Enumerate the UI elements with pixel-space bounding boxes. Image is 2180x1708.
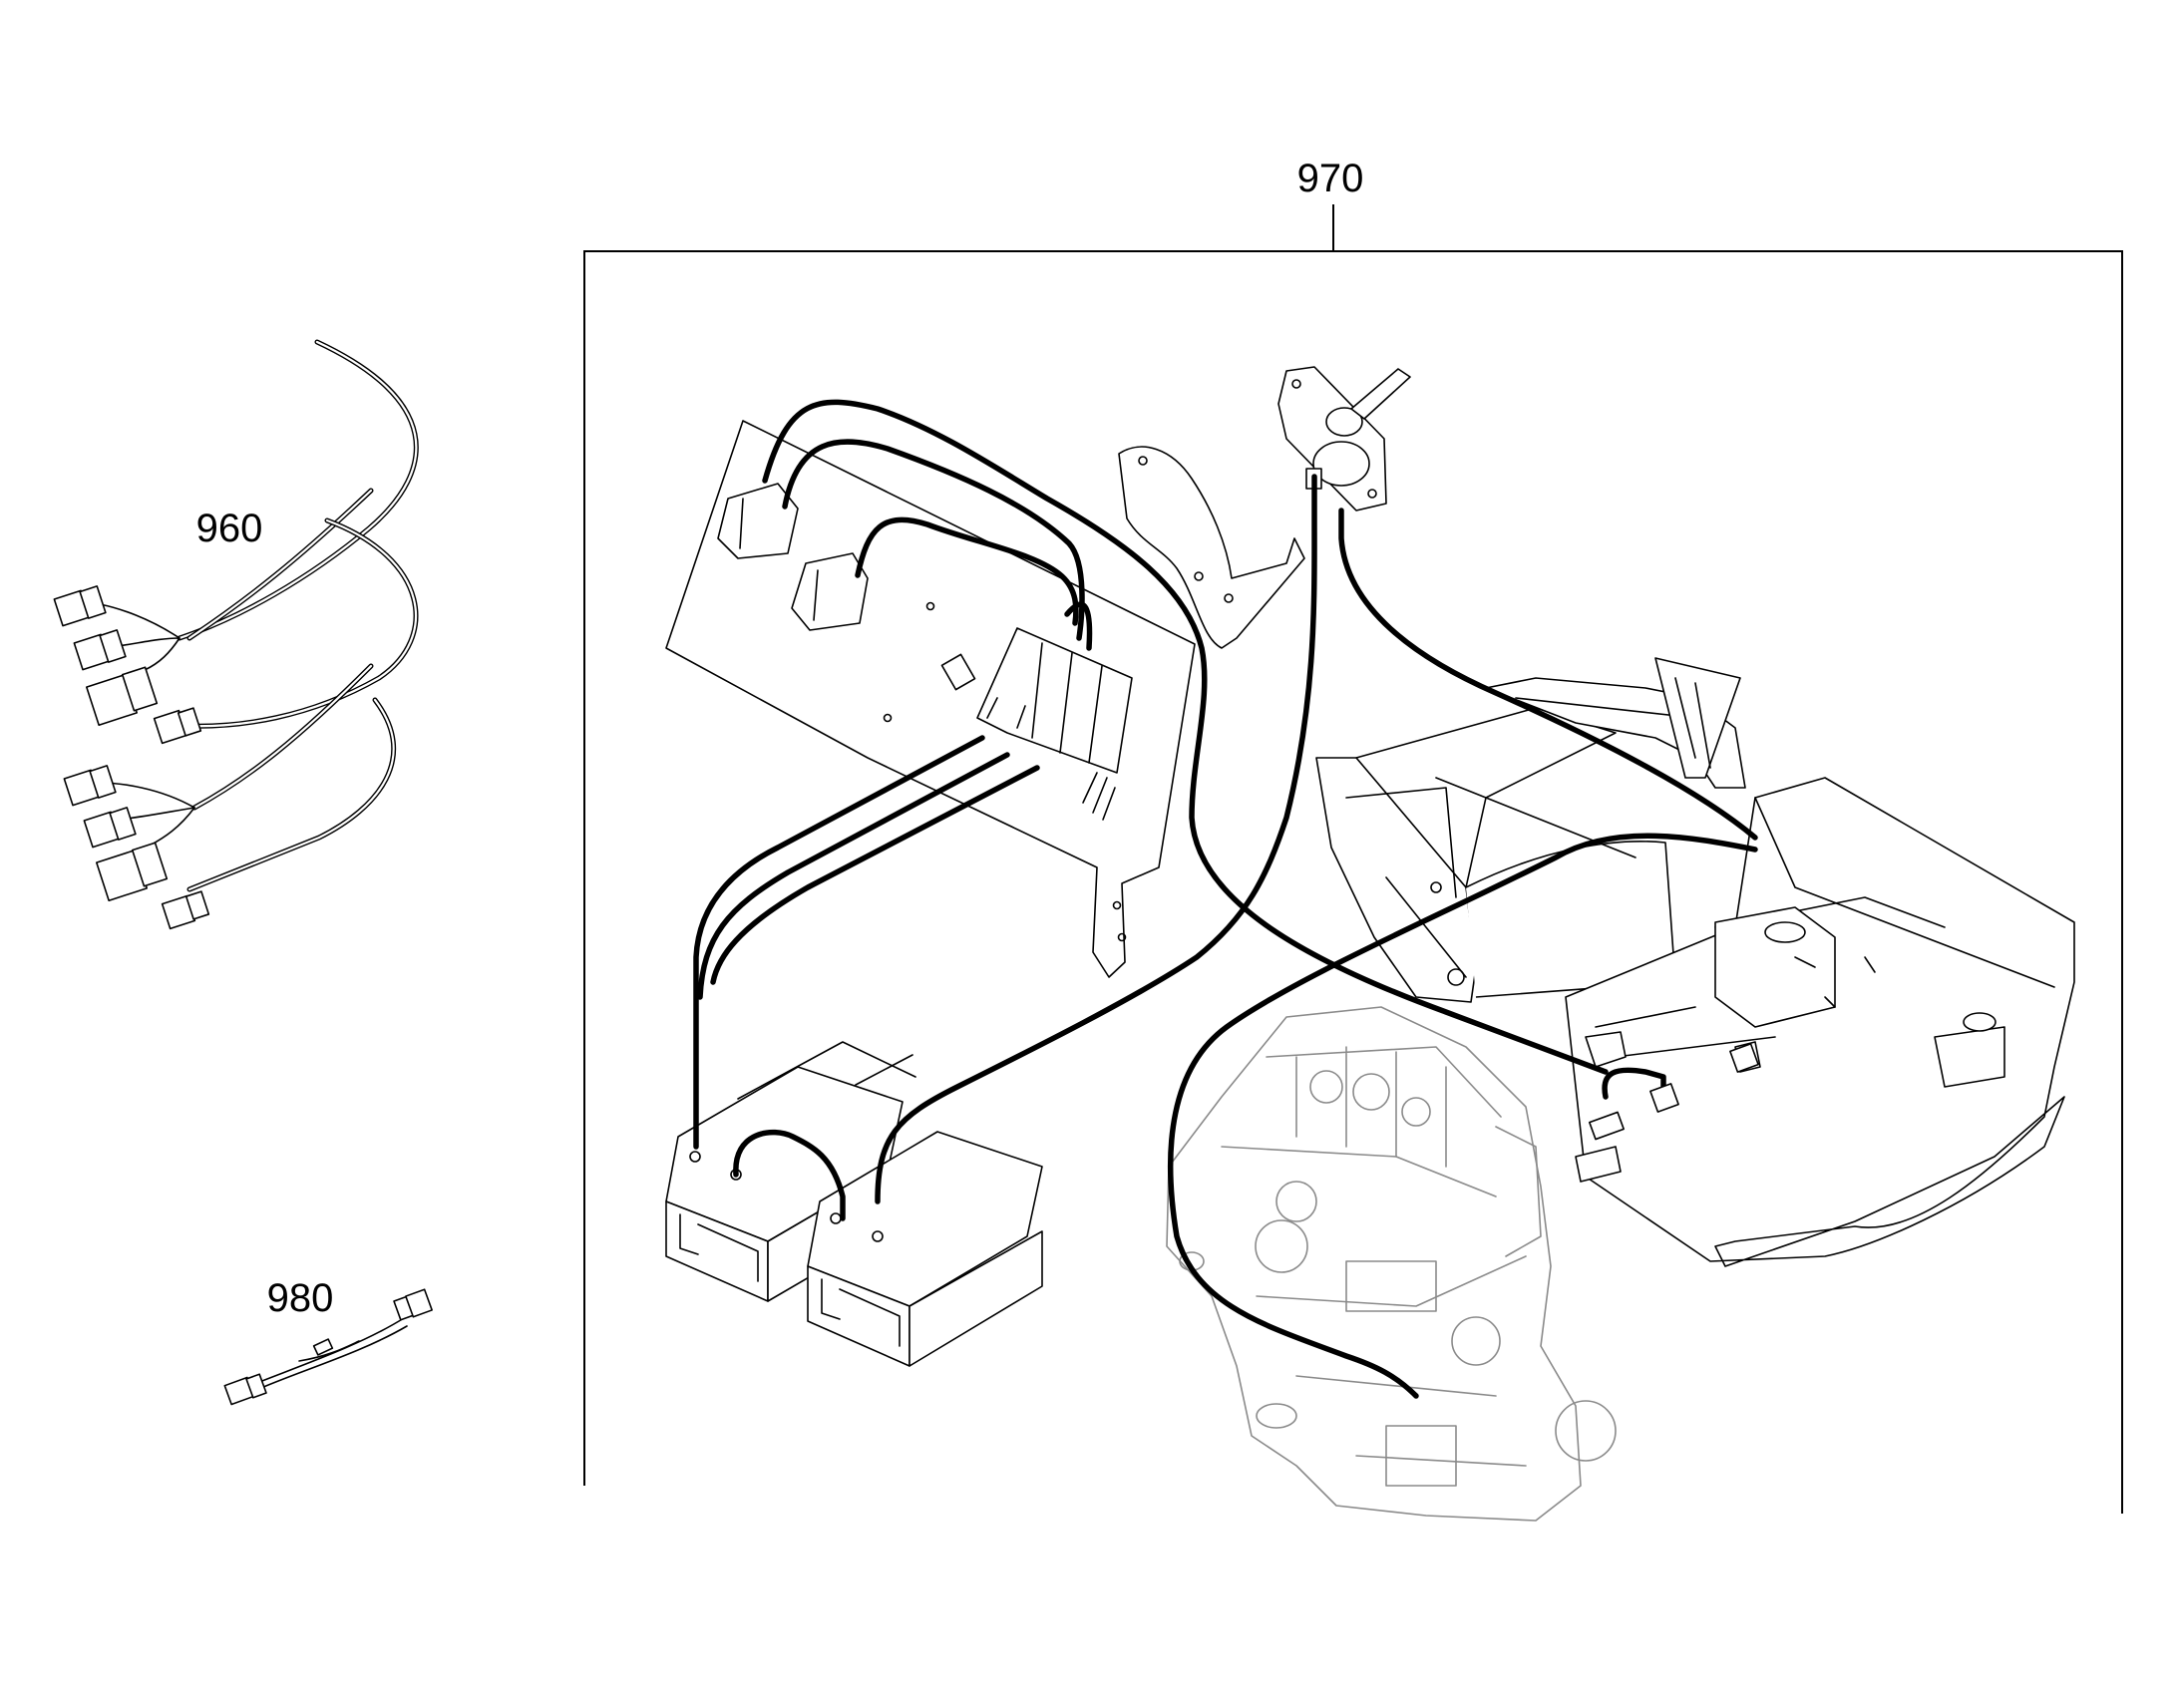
battery-disconnect-switch	[1277, 366, 1411, 512]
jumper-cable-980	[223, 1288, 433, 1406]
jumper-connector	[393, 1288, 433, 1321]
callout-960: 960	[196, 507, 263, 550]
chassis-frame	[1315, 707, 1676, 1003]
harness-960-connector	[153, 707, 202, 745]
harness-960-connector	[63, 765, 117, 807]
relay	[717, 483, 799, 559]
fuse-block	[976, 627, 1133, 774]
rear-connector	[1589, 1111, 1625, 1141]
harness-960-connector	[161, 890, 210, 930]
harness-960	[53, 339, 419, 930]
engine	[1166, 1006, 1617, 1522]
upper-frame-arm	[1485, 657, 1746, 789]
assembly-970-bracket	[583, 204, 2123, 1514]
relay	[791, 552, 869, 631]
mounting-bracket	[1118, 446, 1305, 649]
rear-connector	[1729, 1043, 1759, 1073]
rear-connector	[1649, 1083, 1679, 1113]
harness-960-connector	[85, 666, 159, 727]
callout-970: 970	[1297, 157, 1364, 200]
harness-960-connector	[73, 629, 127, 671]
harness-960-connector	[95, 842, 169, 902]
main-cable-harness	[693, 399, 1758, 1399]
harness-960-connector	[83, 807, 137, 849]
electrical-mounting-panel	[665, 420, 1196, 978]
jumper-connector	[223, 1373, 267, 1406]
callout-980: 980	[267, 1276, 334, 1320]
battery	[807, 1131, 1043, 1367]
operator-platform	[1565, 777, 2075, 1267]
harness-960-connector	[53, 585, 107, 627]
